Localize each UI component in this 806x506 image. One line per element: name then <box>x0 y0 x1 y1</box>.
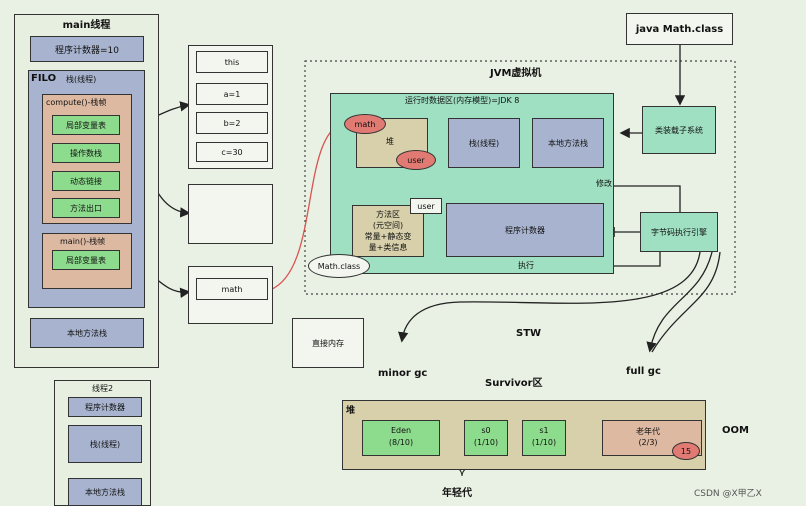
age-badge: 15 <box>672 442 700 460</box>
jvm-heap-label: 堆 <box>386 137 394 146</box>
s1-ratio: (1/10) <box>531 438 557 447</box>
survivor-label: Survivor区 <box>485 378 543 389</box>
main-pc: 程序计数器=10 <box>30 36 144 62</box>
class-loader-subsystem: 类装载子系统 <box>642 106 716 154</box>
stw-label: STW <box>516 328 542 339</box>
local-b: b=2 <box>196 112 268 134</box>
eden-label: Eden <box>390 426 412 435</box>
jvm-native-stack: 本地方法栈 <box>532 118 604 168</box>
s0-ratio: (1/10) <box>473 438 499 447</box>
user-ref: user <box>410 198 442 214</box>
method-area-line1: 方法区 <box>376 210 400 219</box>
runtime-area-title: 运行时数据区(内存模型)=JDK 8 <box>405 96 520 105</box>
s1-label: s1 <box>539 426 549 435</box>
direct-memory: 直接内存 <box>292 318 364 368</box>
s0 <box>464 420 508 456</box>
thread2-stack: 栈(线程) <box>68 425 142 463</box>
method-area-line4: 量+类信息 <box>368 243 408 252</box>
user-object: user <box>396 150 436 170</box>
oom-label: OOM <box>722 425 749 436</box>
operand-stack-box <box>188 184 273 244</box>
old-gen-label: 老年代 <box>636 427 660 436</box>
jvm-stack: 栈(线程) <box>448 118 520 168</box>
math-object: math <box>344 114 386 134</box>
heap-gen-title: 堆 <box>346 406 356 416</box>
s0-label: s0 <box>481 426 491 435</box>
main-stack-label: 栈(线程) <box>66 75 97 84</box>
old-gen-ratio: (2/3) <box>638 438 658 447</box>
modify-label: 修改 <box>596 179 612 188</box>
thread2-native-stack: 本地方法栈 <box>68 478 142 506</box>
math-var: math <box>196 278 268 300</box>
java-math-class: java Math.class <box>626 13 733 45</box>
filo-label: FILO <box>31 73 57 84</box>
math-class: Math.class <box>308 254 370 278</box>
thread2-pc: 程序计数器 <box>68 397 142 417</box>
local-this: this <box>196 51 268 73</box>
bytecode-engine: 字节码执行引擎 <box>640 212 718 252</box>
s1 <box>522 420 566 456</box>
compute-frame-label: compute()-栈帧 <box>46 98 107 107</box>
eden-ratio: (8/10) <box>388 438 414 447</box>
main-frame-label: main()-栈帧 <box>60 237 106 246</box>
dynamic-link: 动态链接 <box>52 171 120 191</box>
thread2-title: 线程2 <box>91 384 114 393</box>
method-area-line3: 常量+静态变 <box>364 232 412 241</box>
watermark: CSDN @X甲乙X <box>694 489 762 499</box>
jvm-pc: 程序计数器 <box>446 203 604 257</box>
main-native-stack: 本地方法栈 <box>30 318 144 348</box>
old-generation <box>602 420 702 456</box>
local-vars-table: 局部变量表 <box>52 115 120 135</box>
execute-label: 执行 <box>518 261 534 270</box>
method-exit: 方法出口 <box>52 198 120 218</box>
method-area-line2: (元空间) <box>372 221 404 230</box>
jvm-title: JVM虚拟机 <box>490 68 542 79</box>
main-local-vars-table: 局部变量表 <box>52 250 120 270</box>
local-c: c=30 <box>196 142 268 162</box>
minor-gc-label: minor gc <box>378 368 428 379</box>
full-gc-label: full gc <box>626 366 661 377</box>
eden <box>362 420 440 456</box>
local-a: a=1 <box>196 83 268 105</box>
young-gen-label: 年轻代 <box>442 488 472 499</box>
main-thread-title: main线程 <box>62 20 111 31</box>
operand-stack: 操作数栈 <box>52 143 120 163</box>
